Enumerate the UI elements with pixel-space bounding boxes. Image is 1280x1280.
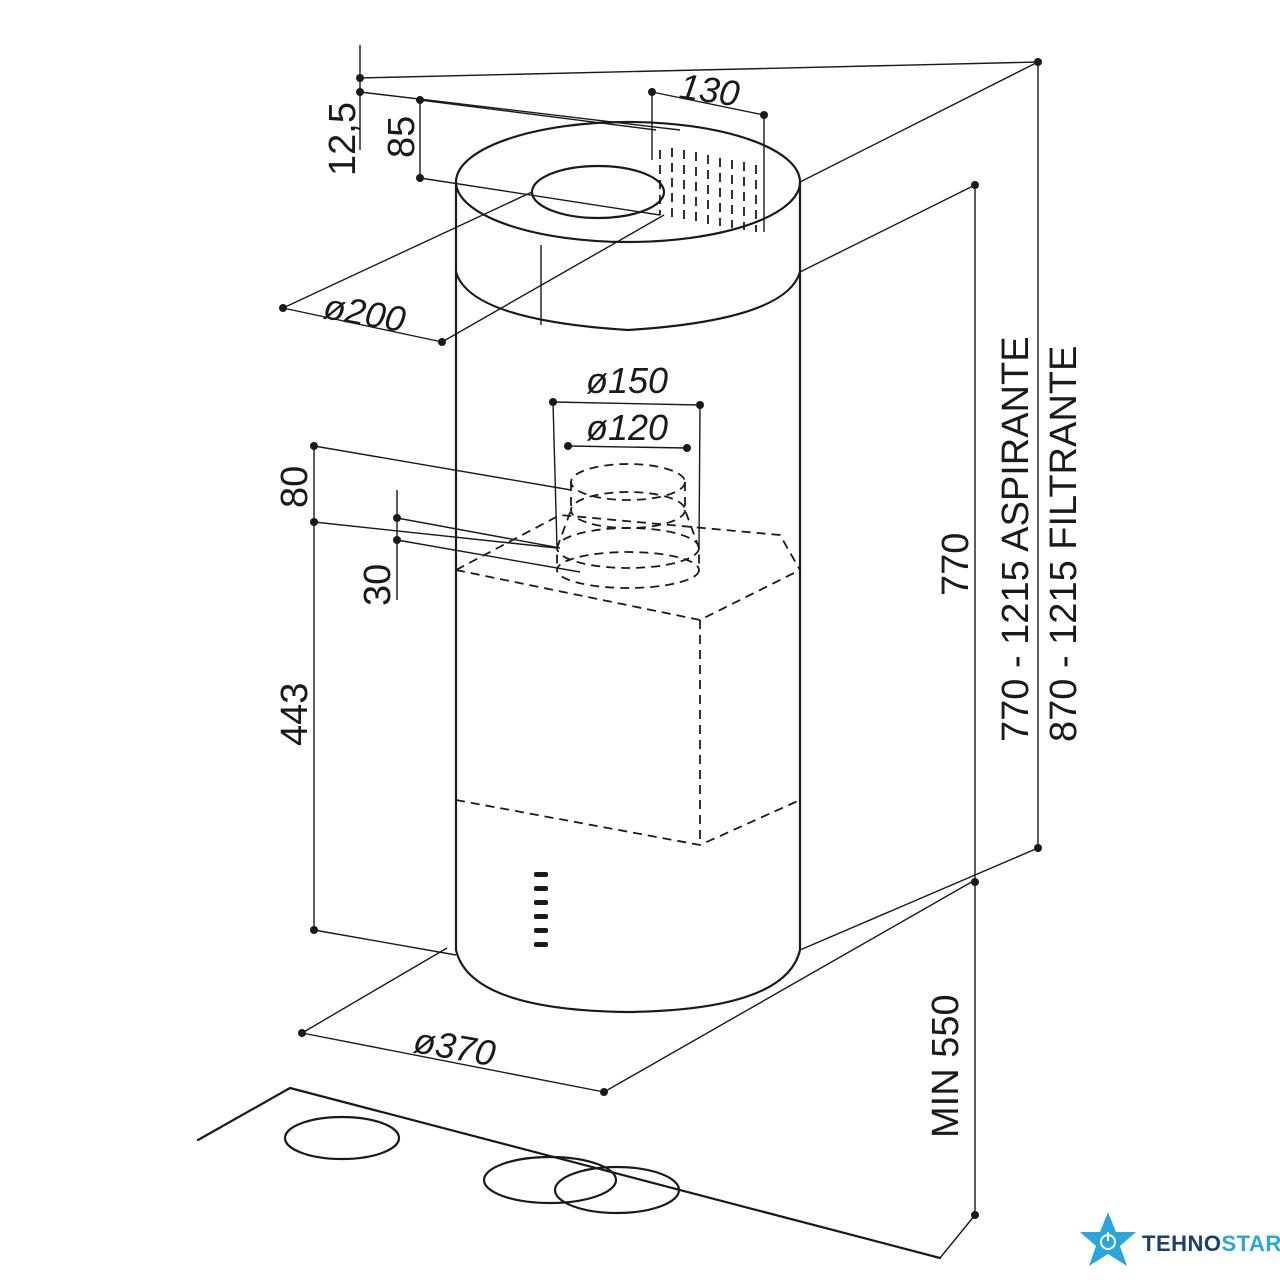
label-dia-120: ø120	[586, 407, 668, 448]
burner-1	[283, 1115, 401, 1161]
dimension-lines	[279, 45, 1042, 1259]
power-star-icon	[1080, 1212, 1136, 1266]
logo-wordmark: TEHNOSTAR	[1142, 1231, 1280, 1256]
ring-bottom-seam	[454, 270, 802, 332]
label-dia-370: ø370	[411, 1020, 499, 1075]
cooktop	[196, 1086, 942, 1260]
label-80: 80	[274, 466, 316, 508]
label-12-5: 12,5	[322, 102, 364, 176]
dimension-labels: 130 12,5 85 ø200 ø150 ø120 80 30 443 ø37…	[274, 65, 1085, 1138]
label-min-550: MIN 550	[925, 994, 967, 1138]
motor-box	[455, 514, 801, 846]
duct-collar	[556, 463, 700, 589]
burner-2	[482, 1155, 618, 1205]
top-opening	[530, 164, 666, 220]
top-ring-outer	[454, 120, 802, 244]
logo-part2: STAR	[1222, 1231, 1280, 1256]
logo-part1: TEHNO	[1142, 1231, 1222, 1256]
tehnostar-logo: TEHNOSTAR	[1080, 1212, 1280, 1266]
label-dia-200: ø200	[321, 286, 409, 341]
label-443: 443	[274, 683, 316, 746]
label-dia-150: ø150	[586, 360, 668, 401]
label-130: 130	[677, 65, 742, 114]
hood-body	[454, 120, 802, 1014]
label-85: 85	[381, 116, 423, 158]
burner-3	[553, 1165, 681, 1215]
label-range-aspirante: 770 - 1215 ASPIRANTE	[995, 336, 1037, 742]
vent-holes	[659, 148, 757, 232]
label-770: 770	[935, 533, 977, 596]
label-30: 30	[357, 564, 399, 606]
label-range-filtrante: 870 - 1215 FILTRANTE	[1043, 346, 1085, 742]
cylinder-bottom	[454, 948, 802, 1014]
control-buttons	[534, 872, 548, 947]
